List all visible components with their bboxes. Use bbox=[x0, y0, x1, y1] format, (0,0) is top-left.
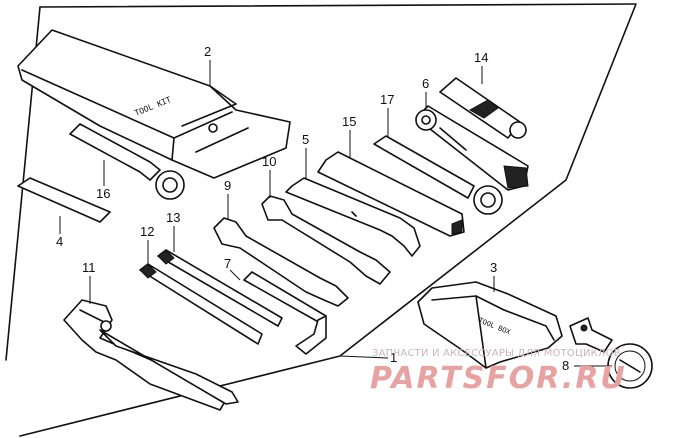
callout-9: 9 bbox=[224, 178, 231, 193]
callout-10: 10 bbox=[262, 154, 276, 169]
callout-8: 8 bbox=[562, 358, 569, 373]
double-open-wrench-10 bbox=[261, 195, 391, 285]
watermark-caption: ЗАПЧАСТИ И АКСЕССУАРЫ ДЛЯ МОТОЦИКЛОВ bbox=[372, 348, 621, 359]
callout-7: 7 bbox=[224, 256, 231, 271]
tool-case: TOOL BOX bbox=[417, 281, 563, 369]
callout-numbers: 2 16 4 5 15 17 6 14 10 9 13 12 7 11 3 8 … bbox=[56, 44, 569, 373]
hex-key bbox=[243, 271, 327, 355]
callout-2: 2 bbox=[204, 44, 211, 59]
callout-12: 12 bbox=[140, 224, 154, 239]
open-end-wrench bbox=[285, 177, 421, 257]
callout-1: 1 bbox=[390, 350, 397, 365]
extension-handle bbox=[439, 77, 527, 139]
callout-5: 5 bbox=[302, 132, 309, 147]
flat-bar bbox=[17, 177, 111, 223]
tool-pouch: TOOL KIT bbox=[17, 29, 291, 179]
callout-17: 17 bbox=[380, 92, 394, 107]
callout-14: 14 bbox=[474, 50, 488, 65]
pin-spanner bbox=[317, 151, 465, 237]
callout-4: 4 bbox=[56, 234, 63, 249]
callout-15: 15 bbox=[342, 114, 356, 129]
callout-16: 16 bbox=[96, 186, 110, 201]
screwdriver-shaft-13 bbox=[157, 249, 283, 327]
watermark-logo: PARTSFOR.RU bbox=[370, 361, 627, 396]
pliers bbox=[63, 299, 239, 411]
callout-11: 11 bbox=[82, 260, 96, 275]
screwdriver-shaft-12 bbox=[139, 263, 263, 345]
combination-wrench bbox=[373, 135, 503, 215]
callout-6: 6 bbox=[422, 76, 429, 91]
watermark: ЗАПЧАСТИ И АКСЕССУАРЫ ДЛЯ МОТОЦИКЛОВ PAR… bbox=[370, 348, 627, 396]
box-wrench bbox=[69, 123, 185, 200]
callout-3: 3 bbox=[490, 260, 497, 275]
leader-lines bbox=[59, 60, 612, 367]
callout-13: 13 bbox=[166, 210, 180, 225]
double-open-wrench-9 bbox=[213, 217, 349, 307]
